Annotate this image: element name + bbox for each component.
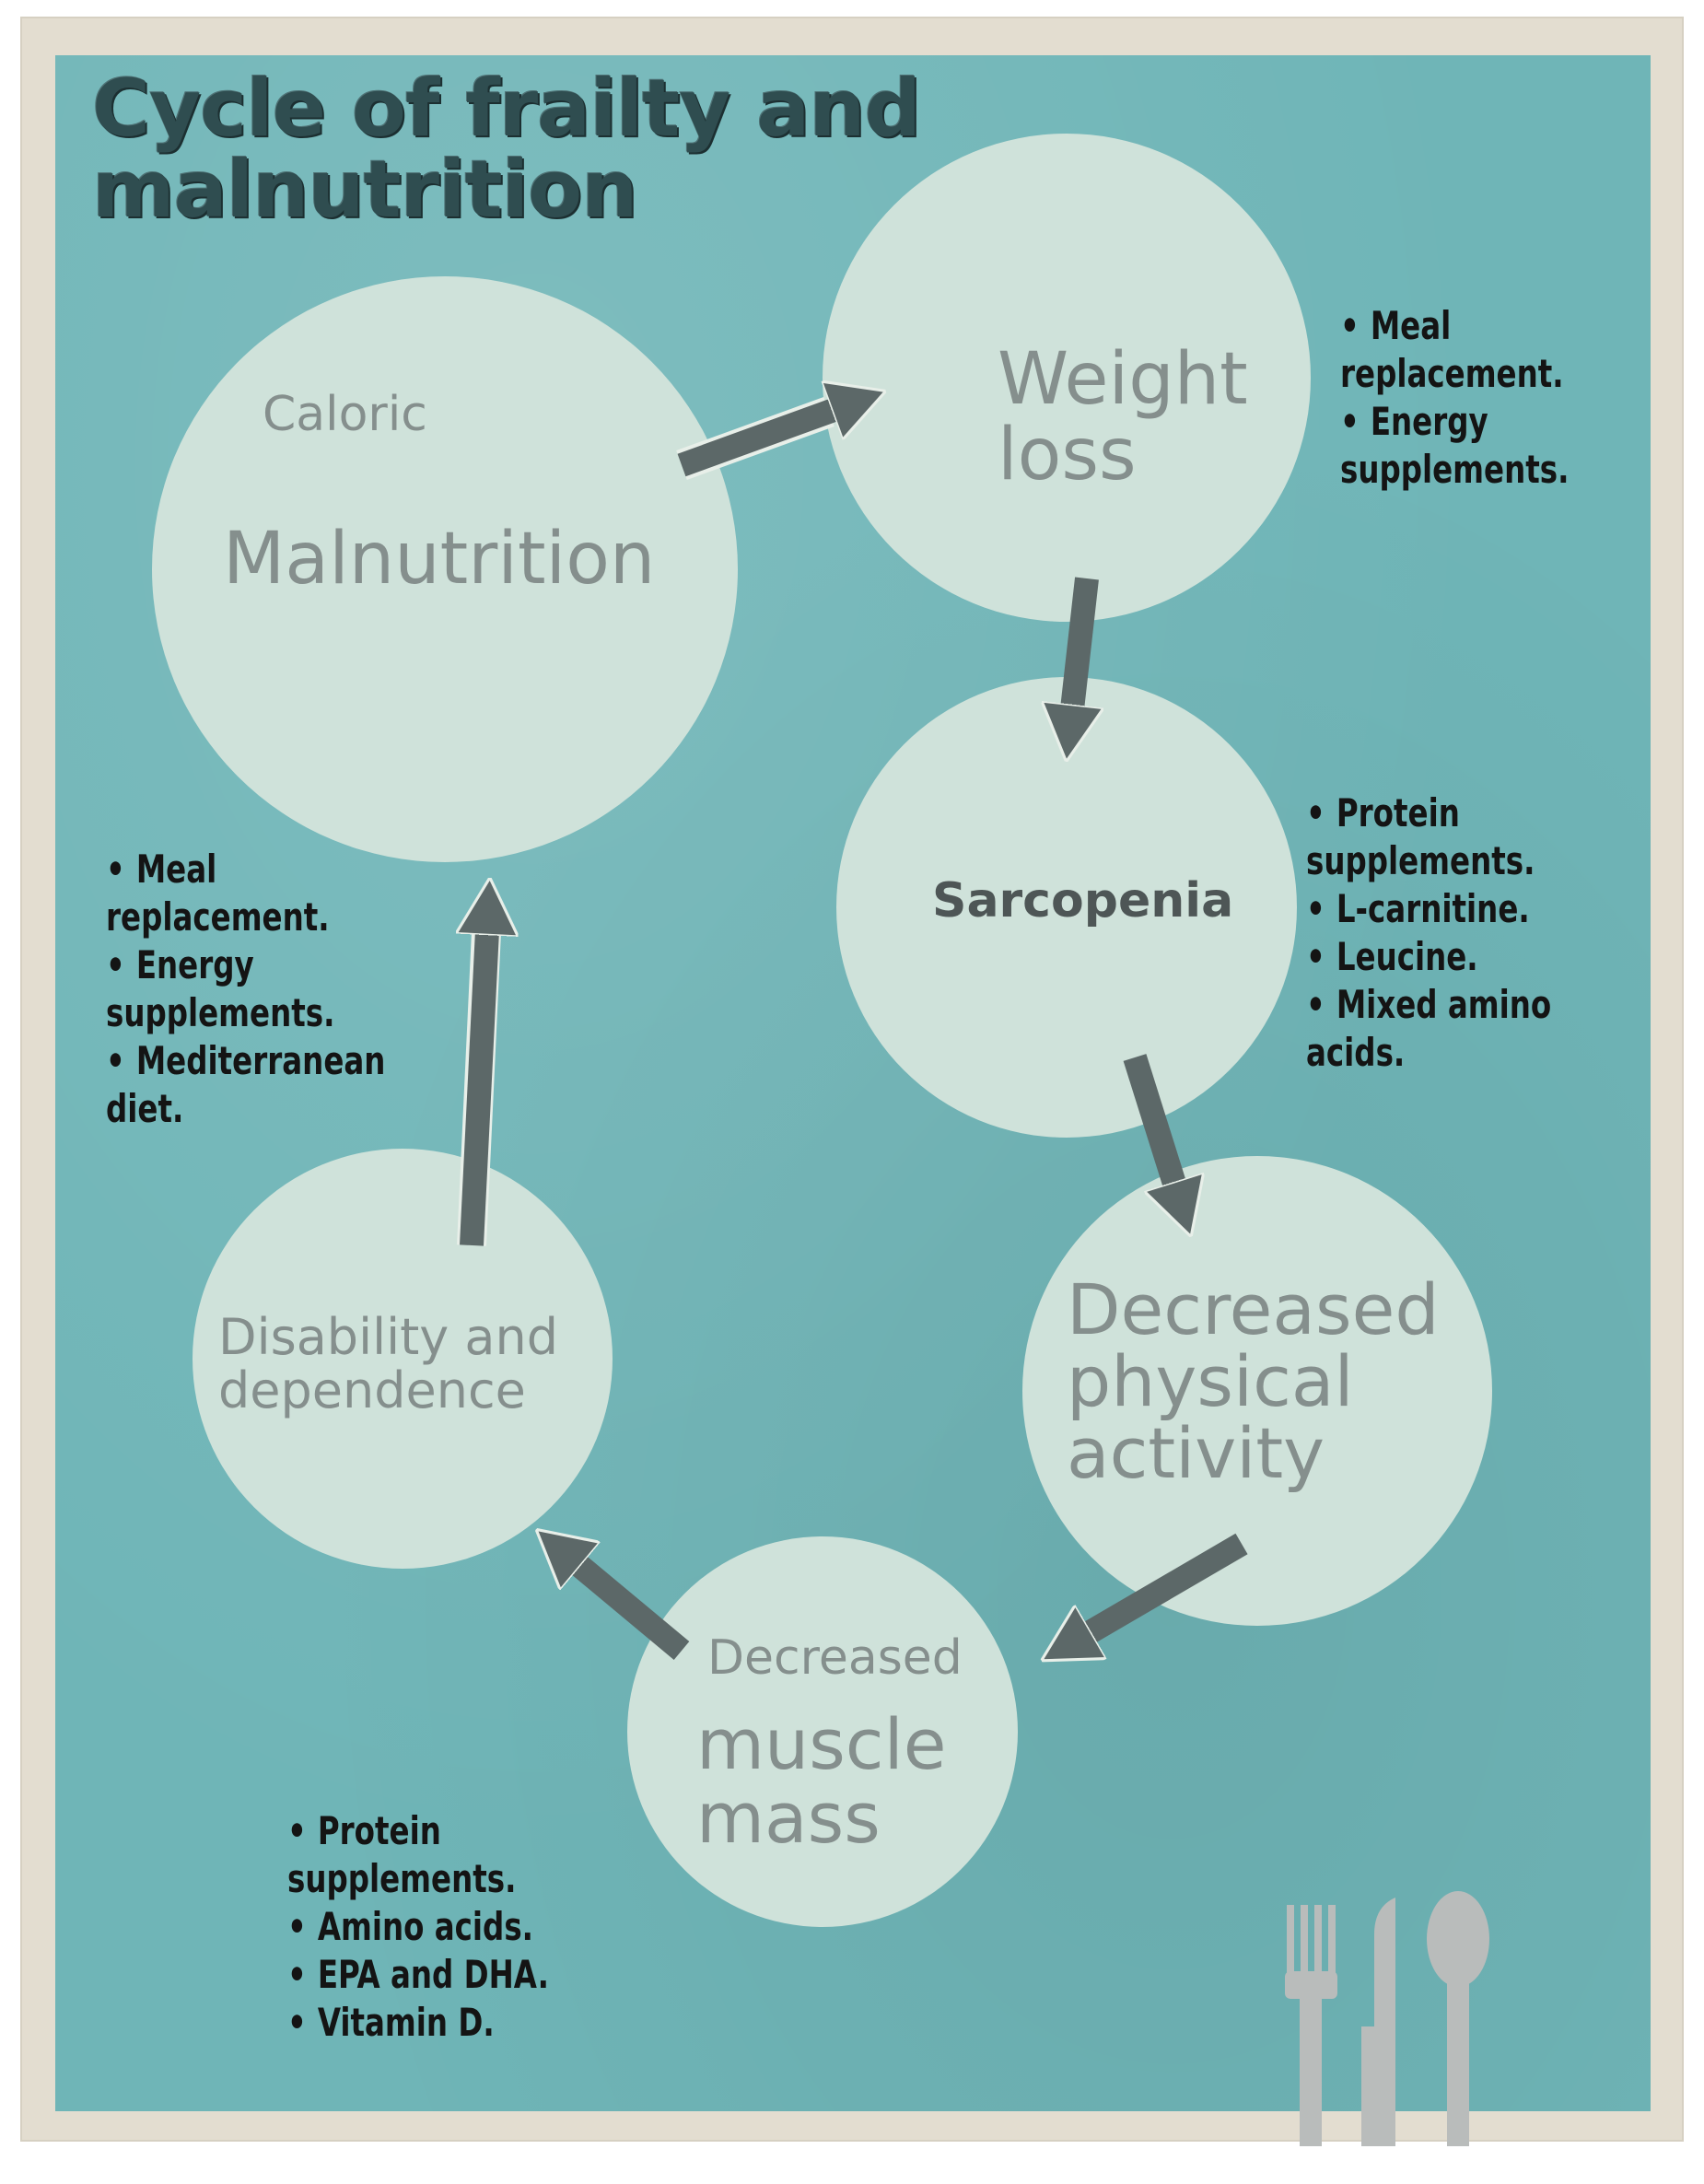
node-circle-sarcopenia: [836, 677, 1297, 1138]
list-item: EPA and DHA.: [287, 1951, 556, 1999]
arrow-muscle-mass-to-disability: [577, 1563, 690, 1660]
disability-line2: dependence: [218, 1361, 526, 1419]
interventions-sarcopenia: Protein supplements. L-carnitine. Leucin…: [1306, 789, 1568, 1077]
list-item: Energy supplements.: [106, 941, 391, 1037]
malnutrition-label: Malnutrition: [223, 518, 656, 601]
list-item: Leucine.: [1306, 933, 1568, 981]
weight-loss-label-line2: loss: [998, 414, 1137, 496]
decreased-activity-line2: physical: [1067, 1340, 1354, 1422]
sarcopenia-label: Sarcopenia: [932, 873, 1234, 928]
weight-loss-label-line1: Weight: [998, 338, 1248, 421]
list-item: Meal replacement.: [1340, 302, 1578, 398]
arrow-disability-to-malnutrition: [472, 930, 487, 1246]
list-item: Mediterranean diet.: [106, 1037, 391, 1133]
node-circle-decreased-muscle: [627, 1536, 1018, 1927]
list-item: Protein supplements.: [1306, 789, 1568, 885]
muscle-mass-line2: mass: [696, 1777, 881, 1859]
list-item: Protein supplements.: [287, 1807, 556, 1903]
arrow-weight-loss-to-sarcopenia: [1072, 577, 1087, 709]
arrow-sarcopenia-to-decreased-activity: [1123, 1054, 1175, 1186]
arrow-decreased-activity-to-muscle-mass: [1087, 1533, 1248, 1634]
decreased-activity-line1: Decreased: [1067, 1268, 1440, 1350]
interventions-weight-loss: Meal replacement. Energy supplements.: [1340, 302, 1578, 494]
list-item: Amino acids.: [287, 1903, 556, 1951]
node-circle-disability: [193, 1149, 613, 1569]
muscle-mass-top-label: Decreased: [707, 1630, 963, 1686]
node-circle-malnutrition: [152, 276, 738, 862]
list-item: L-carnitine.: [1306, 885, 1568, 933]
knife-icon: [1361, 1898, 1395, 2146]
arrow-malnutrition-to-weight-loss: [676, 409, 836, 480]
spoon-icon: [1427, 1891, 1489, 2146]
node-circle-weight-loss: [823, 134, 1311, 622]
node-circle-decreased-activity: [1022, 1156, 1492, 1626]
list-item: Mixed amino acids.: [1306, 981, 1568, 1077]
list-item: Energy supplements.: [1340, 398, 1578, 494]
page-title: Cycle of frailty and malnutrition: [92, 63, 921, 236]
list-item: Meal replacement.: [106, 846, 391, 941]
decreased-activity-line3: activity: [1067, 1412, 1325, 1494]
disability-line1: Disability and: [218, 1308, 558, 1366]
malnutrition-top-label: Caloric: [263, 387, 427, 442]
list-item: Vitamin D.: [287, 1999, 556, 2047]
muscle-mass-line1: muscle: [696, 1703, 947, 1785]
interventions-muscle-mass: Protein supplements. Amino acids. EPA an…: [287, 1807, 556, 2047]
interventions-malnutrition: Meal replacement. Energy supplements. Me…: [106, 846, 391, 1133]
fork-icon: [1285, 1905, 1337, 2146]
